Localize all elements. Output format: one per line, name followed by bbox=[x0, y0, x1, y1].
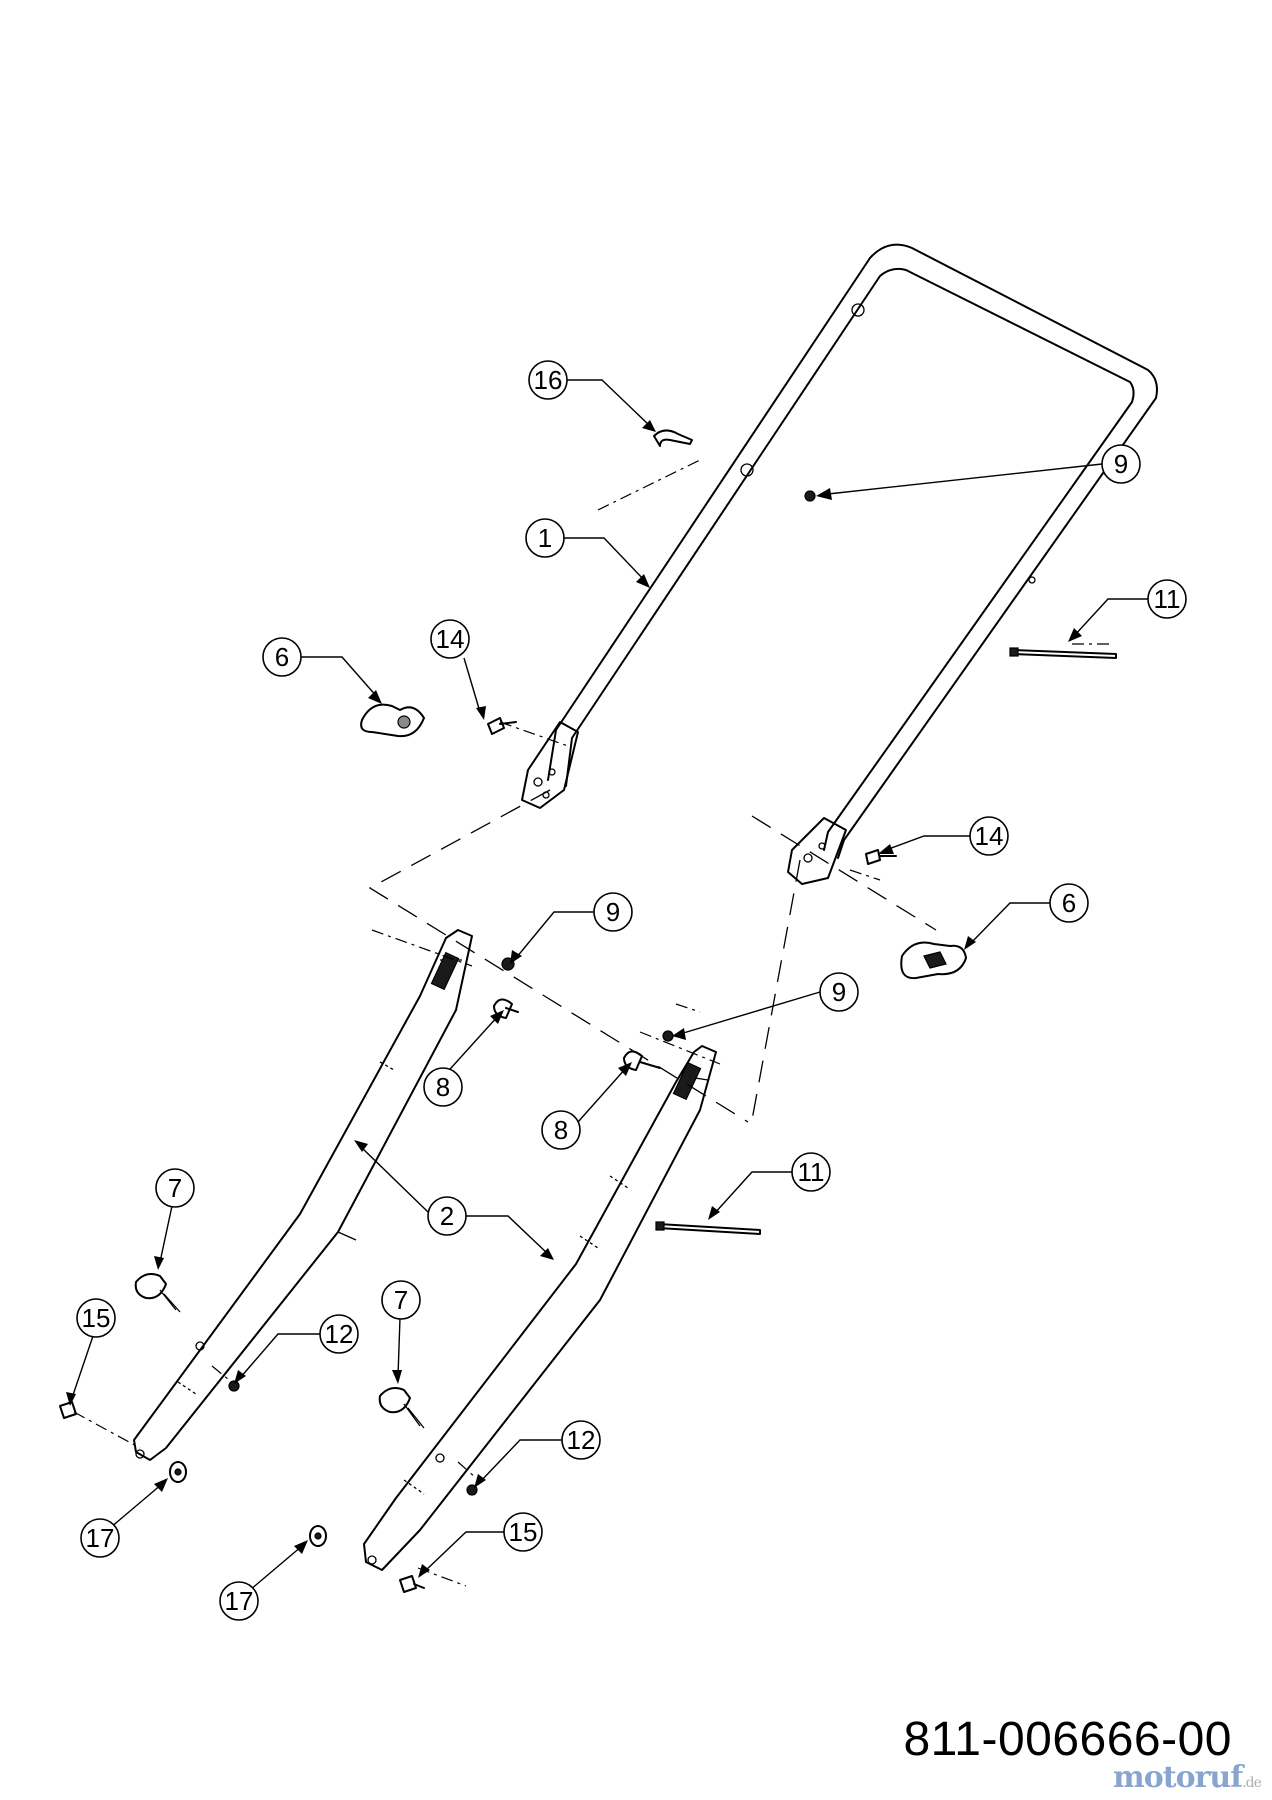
callout-label: 12 bbox=[567, 1425, 596, 1455]
callout-9-middle-right: 9 bbox=[672, 972, 859, 1040]
knob-6-a bbox=[360, 703, 425, 738]
callout-7-left: 7 bbox=[154, 1168, 195, 1270]
callout-label: 14 bbox=[436, 624, 465, 654]
washer-17-a bbox=[169, 1461, 187, 1483]
lower-handle-right bbox=[363, 1045, 717, 1571]
bolt-15-a bbox=[59, 1401, 77, 1419]
nut-12-a bbox=[228, 1380, 240, 1392]
callout-11-bottom: 11 bbox=[708, 1152, 831, 1220]
callout-label: 17 bbox=[225, 1586, 254, 1616]
cable-tie-11-a bbox=[1011, 649, 1117, 659]
knob-7-a bbox=[134, 1273, 167, 1300]
assembly-lines bbox=[73, 459, 1110, 1587]
callout-label: 8 bbox=[554, 1115, 568, 1145]
watermark-tld: .de bbox=[1242, 1775, 1262, 1791]
callout-label: 6 bbox=[275, 642, 289, 672]
callout-7-right: 7 bbox=[381, 1280, 421, 1384]
callout-8-left: 8 bbox=[423, 1010, 504, 1107]
watermark-logo: motoruf.de bbox=[1113, 1760, 1262, 1795]
hardware bbox=[59, 429, 1117, 1593]
callout-label: 14 bbox=[975, 821, 1004, 851]
lower-handle-left bbox=[133, 929, 473, 1461]
callout-8-right: 8 bbox=[541, 1062, 632, 1150]
nut-9-c bbox=[662, 1030, 674, 1042]
callout-label: 7 bbox=[394, 1285, 408, 1315]
callout-label: 2 bbox=[440, 1201, 454, 1231]
callout-17-right: 17 bbox=[219, 1540, 308, 1621]
callout-label: 9 bbox=[1114, 449, 1128, 479]
bolt-15-b bbox=[399, 1575, 425, 1593]
bolt-14-b bbox=[865, 849, 897, 865]
callout-9-middle-left: 9 bbox=[510, 892, 633, 964]
callout-12-right: 12 bbox=[474, 1420, 601, 1488]
callout-label: 6 bbox=[1062, 888, 1076, 918]
callout-15-left: 15 bbox=[66, 1298, 116, 1406]
callout-14-left: 14 bbox=[430, 619, 486, 720]
callout-1: 1 bbox=[525, 518, 650, 588]
callout-15-right: 15 bbox=[418, 1512, 543, 1578]
callout-label: 11 bbox=[1154, 584, 1181, 614]
bolt-14-a bbox=[487, 717, 517, 735]
knob-6-b bbox=[900, 941, 967, 980]
watermark-brand: motoruf bbox=[1113, 1760, 1243, 1795]
bolt-8-a bbox=[493, 998, 519, 1019]
nut-9-a bbox=[804, 490, 816, 502]
knob-7-b bbox=[378, 1387, 411, 1414]
callout-14-right: 14 bbox=[878, 816, 1009, 856]
callout-label: 7 bbox=[168, 1173, 182, 1203]
clip-16 bbox=[653, 429, 693, 447]
callout-11-top: 11 bbox=[1068, 579, 1187, 642]
callout-label: 11 bbox=[798, 1157, 825, 1187]
callout-label: 1 bbox=[538, 523, 552, 553]
callout-9-top: 9 bbox=[816, 444, 1141, 500]
drawing-part-number: 811-006666-00 bbox=[903, 1713, 1232, 1766]
callout-17-left: 17 bbox=[80, 1478, 168, 1558]
callout-label: 12 bbox=[325, 1319, 354, 1349]
callout-label: 15 bbox=[509, 1517, 538, 1547]
bolt-8-b bbox=[623, 1050, 661, 1071]
callout-2: 2 bbox=[354, 1140, 554, 1260]
callout-label: 8 bbox=[436, 1072, 450, 1102]
callout-6-left: 6 bbox=[262, 637, 382, 704]
callout-6-right: 6 bbox=[964, 883, 1089, 950]
callout-label: 9 bbox=[832, 977, 846, 1007]
washer-17-b bbox=[309, 1525, 327, 1547]
callout-label: 9 bbox=[606, 897, 620, 927]
upper-handle bbox=[521, 243, 1158, 885]
cable-tie-11-b bbox=[657, 1223, 761, 1235]
callout-16: 16 bbox=[528, 360, 656, 432]
callout-label: 16 bbox=[534, 365, 563, 395]
callout-12-left: 12 bbox=[234, 1314, 359, 1384]
callout-label: 15 bbox=[82, 1303, 111, 1333]
callout-label: 17 bbox=[86, 1523, 115, 1553]
